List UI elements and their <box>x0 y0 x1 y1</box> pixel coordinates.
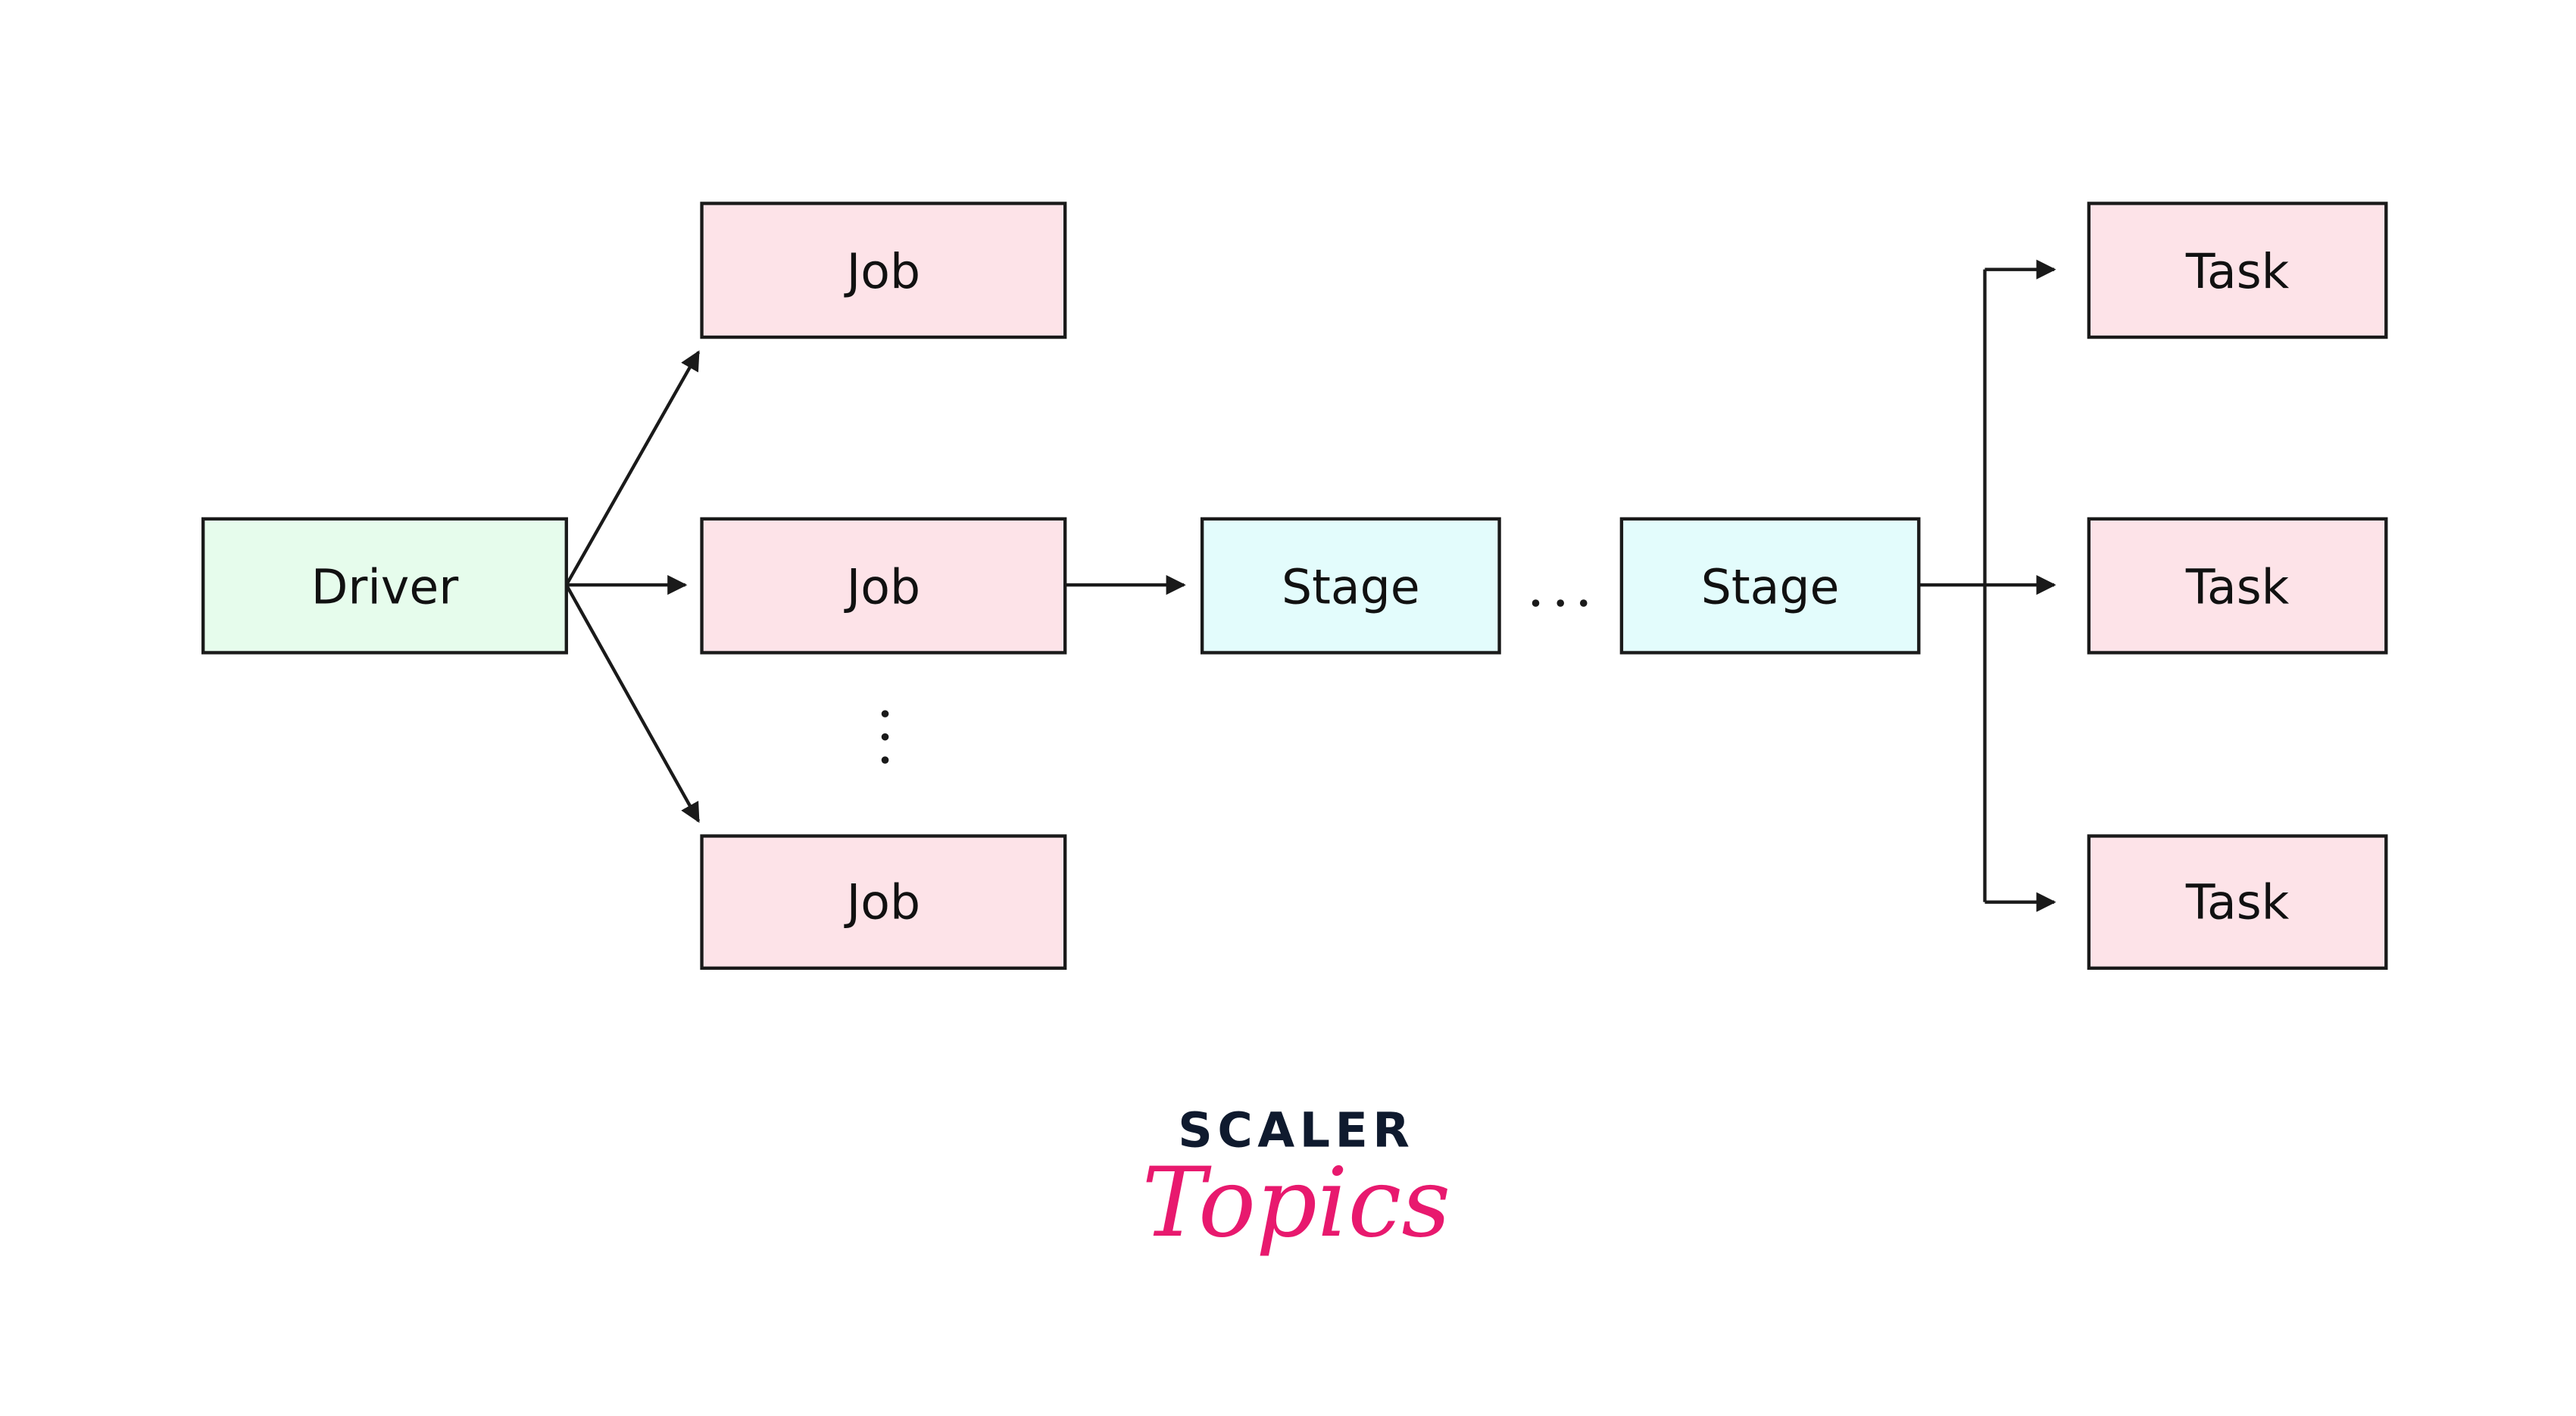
driver-label: Driver <box>311 558 459 614</box>
job-node-2: Job <box>700 517 1067 655</box>
driver-node: Driver <box>201 517 568 655</box>
task-node-3: Task <box>2087 834 2388 971</box>
arrow-driver-job-1 <box>564 350 701 586</box>
task-label: Task <box>2185 558 2290 614</box>
job-label: Job <box>844 558 920 614</box>
vertical-ellipsis <box>881 710 889 764</box>
task-node-2: Task <box>2087 517 2388 655</box>
task-label: Task <box>2185 874 2290 930</box>
task-node-1: Task <box>2087 202 2388 339</box>
stage-label: Stage <box>1282 558 1420 614</box>
job-node-3: Job <box>700 834 1067 971</box>
stage-label: Stage <box>1701 558 1840 614</box>
job-node-1: Job <box>700 202 1067 339</box>
scaler-topics-logo: SCALER Topics <box>1142 1102 1451 1258</box>
logo-topics-text: Topics <box>1142 1147 1451 1258</box>
horizontal-ellipsis <box>1532 599 1588 607</box>
logo-scaler-text: SCALER <box>1178 1102 1414 1158</box>
job-label: Job <box>844 874 920 930</box>
connector-stage-tasks <box>1919 269 1987 902</box>
job-label: Job <box>844 243 920 299</box>
stage-node-2: Stage <box>1619 517 1921 655</box>
task-label: Task <box>2185 243 2290 299</box>
arrow-driver-job-3 <box>564 584 701 824</box>
stage-node-1: Stage <box>1200 517 1501 655</box>
